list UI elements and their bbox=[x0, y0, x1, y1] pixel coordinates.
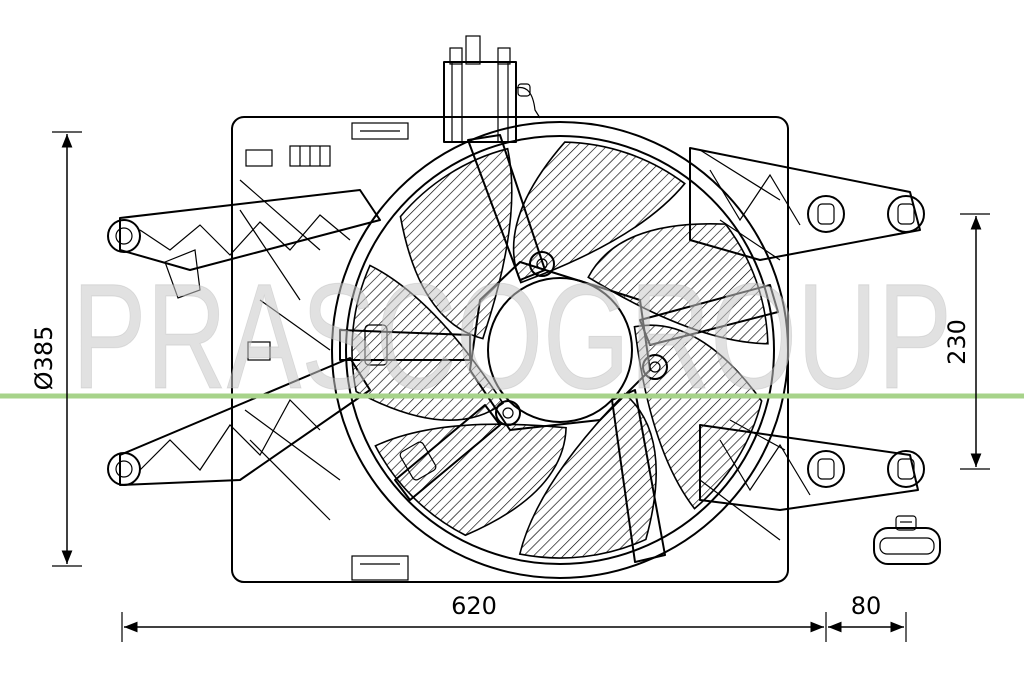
fan-blade bbox=[512, 141, 686, 284]
dimension-mount-spacing: 230 bbox=[943, 213, 990, 470]
left-mounting-bracket-upper bbox=[107, 189, 381, 299]
dimension-width-label: 620 bbox=[451, 592, 497, 620]
fan-ring bbox=[331, 121, 789, 579]
dimension-width: 620 bbox=[121, 592, 827, 642]
fan-blade bbox=[587, 222, 769, 345]
fan-blades bbox=[351, 141, 769, 559]
dimension-offset-label: 80 bbox=[851, 592, 882, 620]
fan-blade bbox=[399, 147, 513, 340]
dimension-height: Ø385 bbox=[30, 131, 82, 567]
motor-hub bbox=[364, 251, 668, 481]
dimension-offset: 80 bbox=[828, 592, 907, 642]
fan-blade bbox=[518, 392, 657, 559]
dimension-height-label: Ø385 bbox=[30, 326, 58, 391]
electrical-connector-icon bbox=[873, 515, 941, 565]
fan-blade bbox=[351, 264, 505, 421]
watermark: PRASCOGROUP bbox=[0, 252, 1024, 421]
fan-blade bbox=[374, 423, 567, 537]
left-mounting-bracket-lower bbox=[107, 357, 371, 486]
dimension-mount-spacing-label: 230 bbox=[943, 319, 971, 365]
watermark-text: PRASCOGROUP bbox=[72, 252, 952, 420]
wire-harness bbox=[443, 35, 541, 143]
